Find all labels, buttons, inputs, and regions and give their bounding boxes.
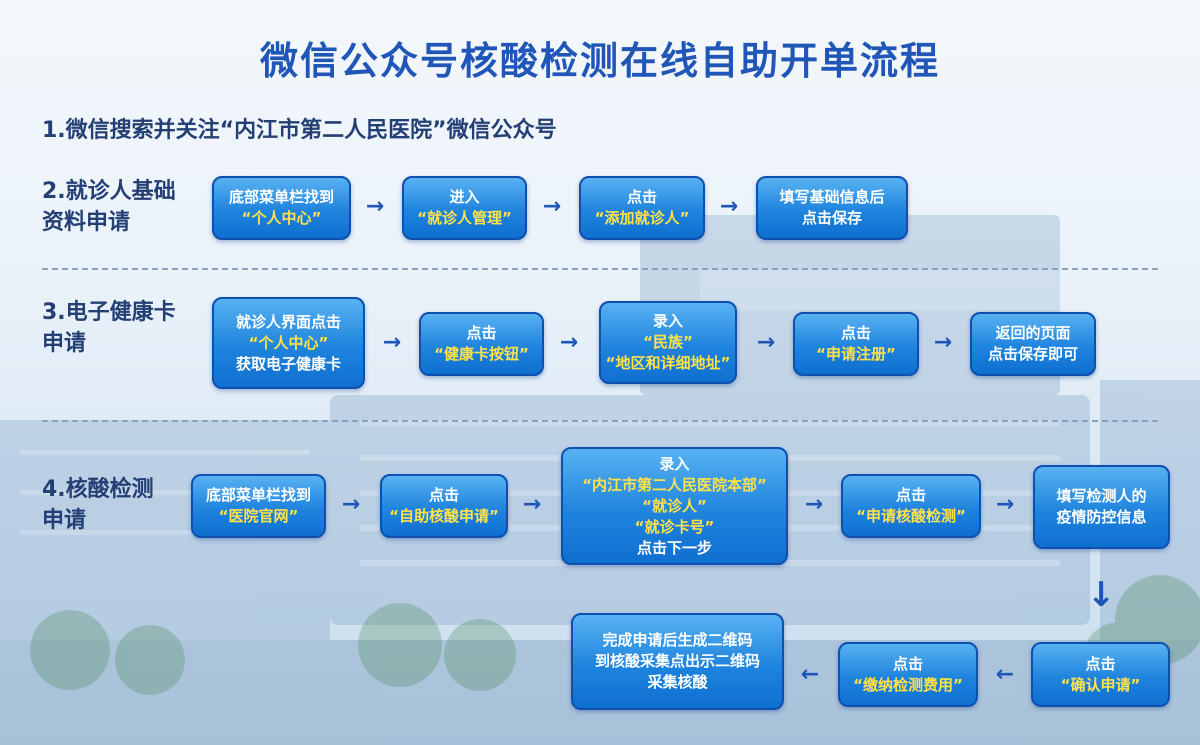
section-divider: [42, 420, 1158, 422]
step-3-box-enter-ethnicity-address: 录入 “民族” “地区和详细地址”: [599, 301, 737, 384]
step-3-box-health-card-button: 点击 “健康卡按钮”: [419, 312, 544, 376]
step-2-box-add-patient: 点击 “添加就诊人”: [579, 176, 705, 240]
arrow-right-icon: →: [341, 492, 361, 517]
step-3-label: 3.电子健康卡 申请: [42, 300, 176, 356]
arrow-left-icon: ←: [995, 662, 1015, 687]
step-2-box-fill-basic-info: 填写基础信息后 点击保存: [756, 176, 908, 240]
step-2-label: 2.就诊人基础 资料申请: [42, 179, 176, 235]
step-2-box-patient-management: 进入 “就诊人管理”: [402, 176, 527, 240]
arrow-right-icon: →: [382, 330, 402, 355]
arrow-right-icon: →: [719, 194, 739, 219]
arrow-right-icon: →: [933, 330, 953, 355]
step-4-label: 4.核酸检测 申请: [42, 477, 154, 533]
arrow-down-icon: ↓: [1086, 575, 1116, 615]
step-4-box-enter-hospital-patient-card: 录入 “内江市第二人民医院本部” “就诊人” “就诊卡号” 点击下一步: [561, 447, 788, 565]
arrow-right-icon: →: [804, 492, 824, 517]
section-divider: [42, 268, 1158, 270]
arrow-right-icon: →: [756, 330, 776, 355]
step-1-label: 1.微信搜索并关注“内江市第二人民医院”微信公众号: [42, 118, 557, 143]
step-3-box-apply-register: 点击 “申请注册”: [793, 312, 919, 376]
step-4-box-apply-nucleic-test: 点击 “申请核酸检测”: [841, 474, 981, 538]
arrow-left-icon: ←: [800, 662, 820, 687]
arrow-right-icon: →: [522, 492, 542, 517]
step-4-box-hospital-website: 底部菜单栏找到 “医院官网”: [191, 474, 326, 538]
arrow-right-icon: →: [559, 330, 579, 355]
step-4-box-confirm-apply: 点击 “确认申请”: [1031, 642, 1170, 707]
arrow-right-icon: →: [995, 492, 1015, 517]
step-4-box-self-nucleic-apply: 点击 “自助核酸申请”: [380, 474, 508, 538]
step-2-box-find-personal-center: 底部菜单栏找到 “个人中心”: [212, 176, 351, 240]
step-3-box-personal-center: 就诊人界面点击 “个人中心” 获取电子健康卡: [212, 297, 365, 389]
arrow-right-icon: →: [542, 194, 562, 219]
step-4-box-epidemic-info: 填写检测人的 疫情防控信息: [1033, 465, 1170, 549]
page-title: 微信公众号核酸检测在线自助开单流程: [259, 39, 940, 83]
arrow-right-icon: →: [365, 194, 385, 219]
step-4-box-generate-qr-code: 完成申请后生成二维码 到核酸采集点出示二维码 采集核酸: [571, 613, 784, 710]
step-3-box-return-save: 返回的页面 点击保存即可: [970, 312, 1096, 376]
step-4-box-pay-test-fee: 点击 “缴纳检测费用”: [838, 642, 978, 707]
